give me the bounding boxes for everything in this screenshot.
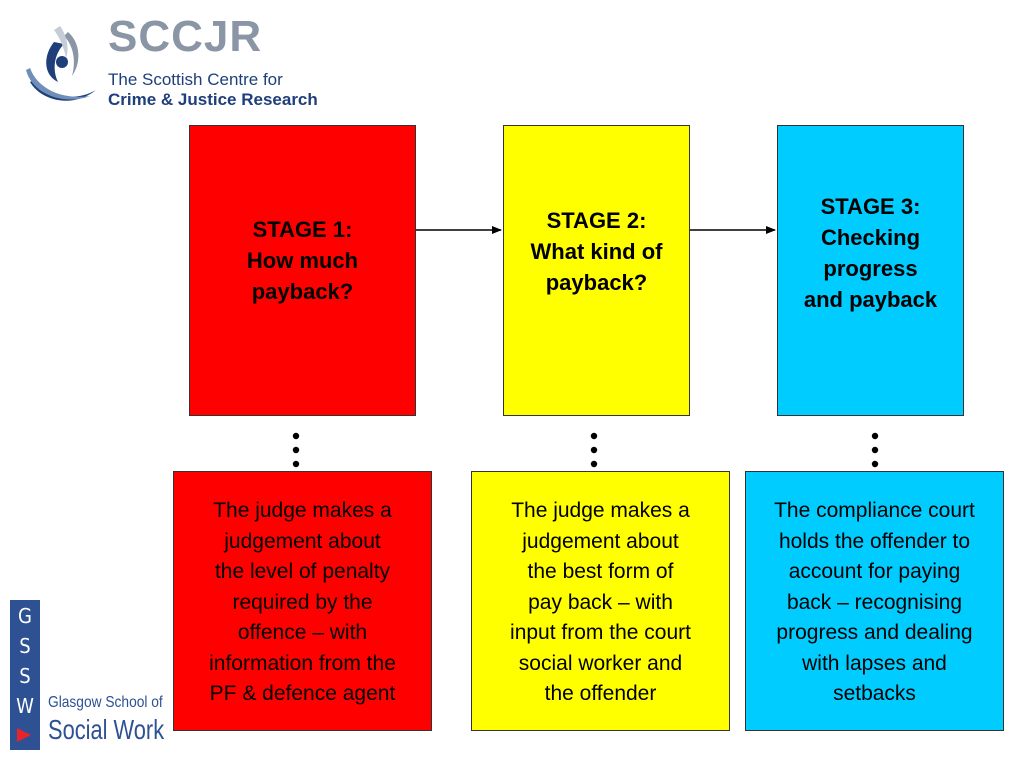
stage-2-label: STAGE 2: What kind of payback? [530, 208, 663, 295]
school-name-line1: Glasgow School of [48, 694, 163, 711]
dots-stage2 [590, 432, 598, 468]
play-arrow-icon [17, 728, 31, 742]
org-acronym: SCCJR [108, 12, 263, 61]
gssw-letter-s2: S [19, 664, 31, 688]
dots-stage1 [292, 432, 300, 468]
stage-3-label: STAGE 3: Checking progress and payback [803, 193, 938, 312]
stage-3-detail-text: The compliance court holds the offender … [774, 499, 975, 705]
gssw-logo-bar: G S S W [10, 600, 40, 750]
stage-1-label: STAGE 1: How much payback? [246, 217, 359, 304]
stage-1-box: STAGE 1: How much payback? [189, 125, 416, 416]
stage-1-detail-text: The judge makes a judgement about the le… [209, 499, 396, 705]
stage-3-box: STAGE 3: Checking progress and payback [777, 125, 964, 416]
school-name-line2: Social Work [48, 714, 165, 745]
dots-stage3 [871, 432, 879, 468]
gssw-logo: G S S W Glasgow School of Social Work [10, 600, 170, 750]
org-name-line2: Crime & Justice Research [108, 90, 318, 109]
stage-1-detail-box: The judge makes a judgement about the le… [173, 471, 432, 731]
gssw-letter-g: G [18, 604, 32, 628]
gssw-letter-s1: S [19, 634, 31, 658]
stage-2-box: STAGE 2: What kind of payback? [503, 125, 690, 416]
stage-2-detail-text: The judge makes a judgement about the be… [510, 499, 691, 705]
sccjr-emblem-icon [26, 26, 96, 101]
stage-2-detail-box: The judge makes a judgement about the be… [471, 471, 730, 731]
gssw-letter-w: W [16, 694, 34, 718]
org-name-line1: The Scottish Centre for [108, 70, 283, 89]
stage-3-detail-box: The compliance court holds the offender … [745, 471, 1004, 731]
sccjr-logo: SCCJR The Scottish Centre for Crime & Ju… [24, 12, 334, 114]
